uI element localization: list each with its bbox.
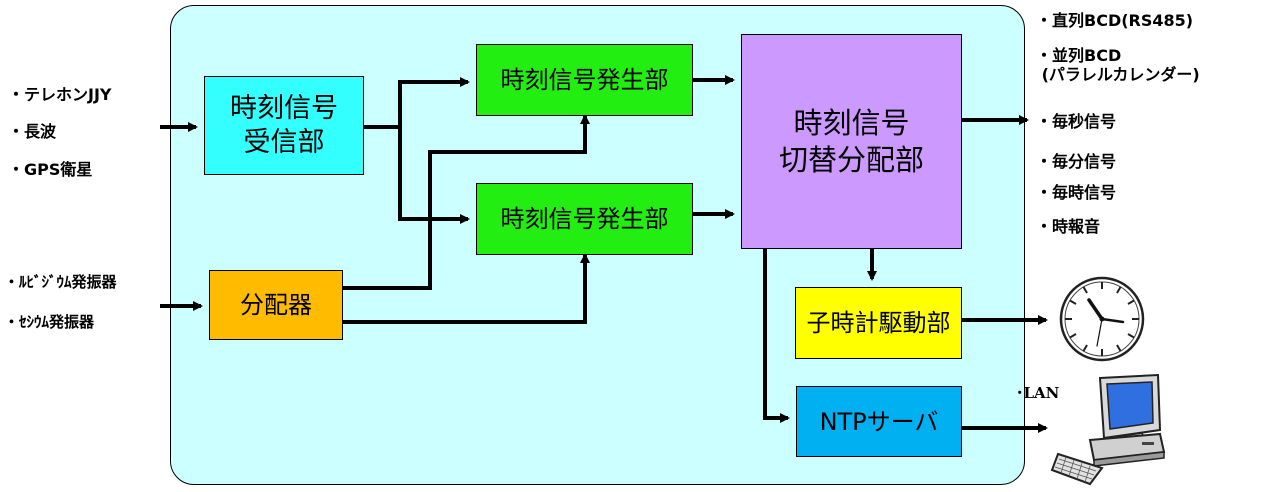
distributor-block: 分配器 [209, 270, 343, 340]
generator-top-block: 時刻信号発生部 [476, 44, 693, 116]
input-label-cesium: ・ｾｼｳﾑ発振器 [4, 313, 95, 331]
output-label-parallel-bcd: ・並列BCD (パラレルカレンダー) [1036, 46, 1200, 85]
generator-bottom-block: 時刻信号発生部 [476, 183, 693, 255]
lan-label: ･LAN [1016, 384, 1060, 402]
input-label-gps: ・GPS衛星 [8, 160, 93, 179]
desktop-computer-icon [1050, 373, 1166, 486]
wall-clock-icon [1059, 276, 1145, 362]
ntp-server-block: NTPサーバ [796, 386, 962, 457]
arrow-distributor-gen-top [343, 114, 590, 290]
slave-clock-driver-block: 子時計駆動部 [795, 287, 962, 359]
input-label-rubidium: ・ﾙﾋﾞｼﾞｳﾑ発振器 [4, 273, 117, 291]
input-label-telephone-jjy: ・テレホンJJY [8, 85, 112, 104]
input-label-longwave: ・長波 [8, 122, 57, 141]
arrow-distributor-gen-bottom [343, 253, 590, 324]
switcher-block: 時刻信号 切替分配部 [741, 34, 962, 249]
output-label-per-second: ・毎秒信号 [1036, 112, 1117, 131]
receiver-block: 時刻信号 受信部 [204, 76, 364, 175]
output-label-serial-bcd: ・直列BCD(RS485) [1036, 11, 1194, 30]
output-label-per-minute: ・毎分信号 [1036, 152, 1117, 171]
arrow-switcher-ntp [763, 249, 790, 423]
output-label-time-signal-tone: ・時報音 [1036, 217, 1101, 236]
arrow-receiver-gen-top [364, 77, 470, 129]
output-label-per-hour: ・毎時信号 [1036, 183, 1117, 202]
arrow-receiver-gen-bottom [398, 127, 470, 224]
